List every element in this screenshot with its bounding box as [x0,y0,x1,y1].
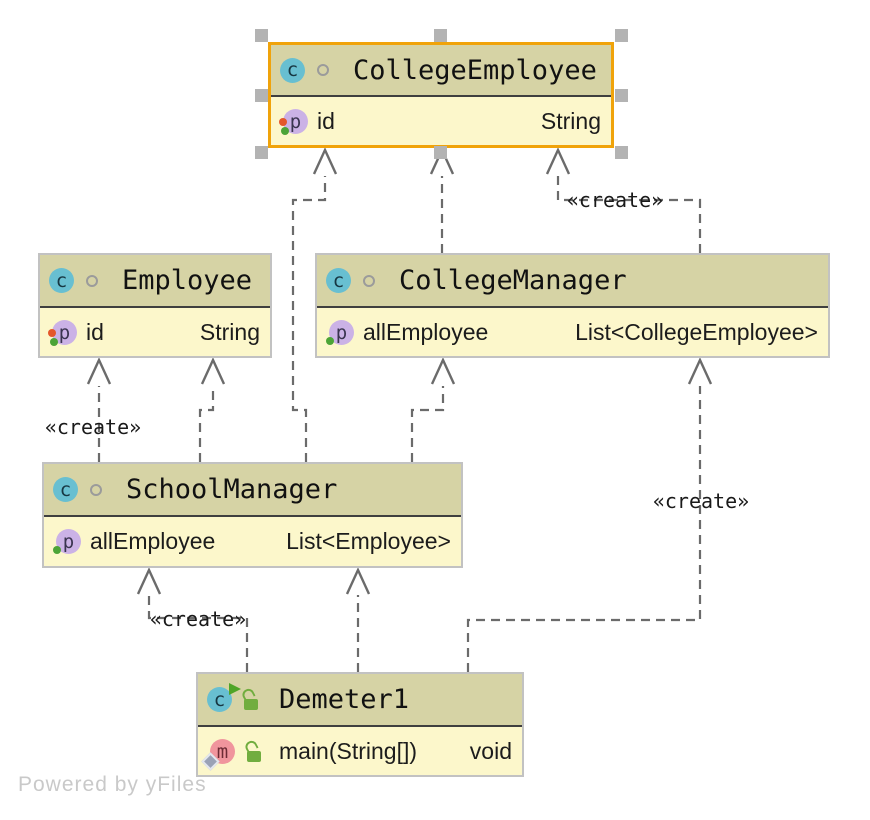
member-row[interactable]: p id String [271,97,611,146]
resize-handle[interactable] [255,89,268,102]
edge-label-create: «create» [149,607,247,631]
member-type: void [469,738,512,764]
member-row[interactable]: p id String [40,308,270,357]
member-type: List<CollegeEmployee> [575,319,818,345]
class-icon-letter: c [55,269,68,292]
resize-handle[interactable] [255,146,268,159]
resize-handle[interactable] [434,146,447,159]
yfiles-credit: Powered by yFiles [18,773,207,796]
class-name: CollegeEmployee [353,54,597,86]
member-name: id [317,108,335,134]
class-icon: c [49,268,74,293]
class-name: Employee [122,265,253,296]
method-icon-letter: m [216,740,229,763]
property-icon: p [53,529,81,554]
resize-handle[interactable] [615,146,628,159]
edge-label-create: «create» [44,415,142,439]
edge-schoolmanager-collegemanager[interactable] [410,386,445,462]
class-header: c Demeter1 [198,674,522,727]
class-name: SchoolManager [126,474,338,505]
member-type: String [540,108,601,134]
green-dot-icon [53,546,61,554]
arrowhead [430,357,456,385]
member-name: allEmployee [363,319,489,345]
class-icon-letter: c [286,59,299,81]
member-name: allEmployee [90,528,216,554]
edge-label-create: «create» [652,489,750,513]
resize-handle[interactable] [615,89,628,102]
member-name: id [86,319,104,345]
class-header: c CollegeEmployee [271,45,611,97]
class-icon: c [53,477,78,502]
class-icon-letter: c [59,478,72,501]
run-triangle-icon [229,683,241,695]
modifier-icon [90,483,102,496]
class-node-collegemanager[interactable]: c CollegeManager p allEmployee List<Coll… [315,253,830,358]
property-icon-letter: p [335,321,348,344]
property-icon-letter: p [62,530,75,553]
edge-schoolmanager-collegeemployee[interactable] [291,176,327,462]
member-row[interactable]: p allEmployee List<CollegeEmployee> [317,308,828,357]
arrowhead [345,567,371,595]
lock-body [247,750,261,762]
arrowhead [687,357,713,385]
class-name: Demeter1 [279,684,410,715]
class-icon: c [326,268,351,293]
public-lock-icon [240,686,258,712]
property-icon: p [326,320,354,345]
class-name: CollegeManager [399,265,627,296]
property-icon: p [279,109,308,135]
arrowhead [136,567,162,595]
method-icon: m [201,739,235,771]
public-lock-icon [243,738,261,764]
class-header: c Employee [40,255,270,308]
modifier-icon [86,274,98,287]
property-icon: p [48,320,77,346]
edge-schoolmanager-employee[interactable] [198,386,215,462]
class-header: c SchoolManager [44,464,461,517]
arrowhead [86,357,112,385]
arrowhead [312,147,338,175]
class-node-collegeemployee[interactable]: c CollegeEmployee p id String [255,29,628,159]
arrowhead [545,147,571,175]
class-header: c CollegeManager [317,255,828,308]
property-icon-letter: p [289,110,302,133]
orange-dot-icon [48,329,56,337]
member-type: String [199,319,260,345]
class-icon-letter: c [332,269,345,292]
class-icon: c [280,57,305,83]
member-name: main(String[]) [279,738,418,764]
class-node-demeter1[interactable]: c Demeter1 m main(String[]) void [196,672,524,777]
resize-handle[interactable] [255,29,268,42]
orange-dot-icon [279,118,287,126]
modifier-icon [363,274,375,287]
member-row[interactable]: m main(String[]) void [198,727,522,776]
edge-collegemanager-collegeemployee-create[interactable] [556,176,702,253]
runnable-class-icon: c [207,683,241,712]
edge-demeter1-collegemanager-create[interactable] [466,386,702,672]
class-node-schoolmanager[interactable]: c SchoolManager p allEmployee List<Emplo… [42,462,463,568]
class-icon-letter: c [213,688,226,711]
green-dot-icon [326,337,334,345]
property-icon-letter: p [58,321,71,344]
arrowhead [200,357,226,385]
modifier-icon [317,64,329,76]
class-node-employee[interactable]: c Employee p id String [38,253,272,358]
green-dot-icon [50,338,58,346]
member-type: List<Employee> [286,528,451,554]
green-dot-icon [281,127,289,135]
member-row[interactable]: p allEmployee List<Employee> [44,517,461,566]
resize-handle[interactable] [434,29,447,42]
lock-body [244,698,258,710]
resize-handle[interactable] [615,29,628,42]
edge-label-create: «create» [566,188,664,212]
